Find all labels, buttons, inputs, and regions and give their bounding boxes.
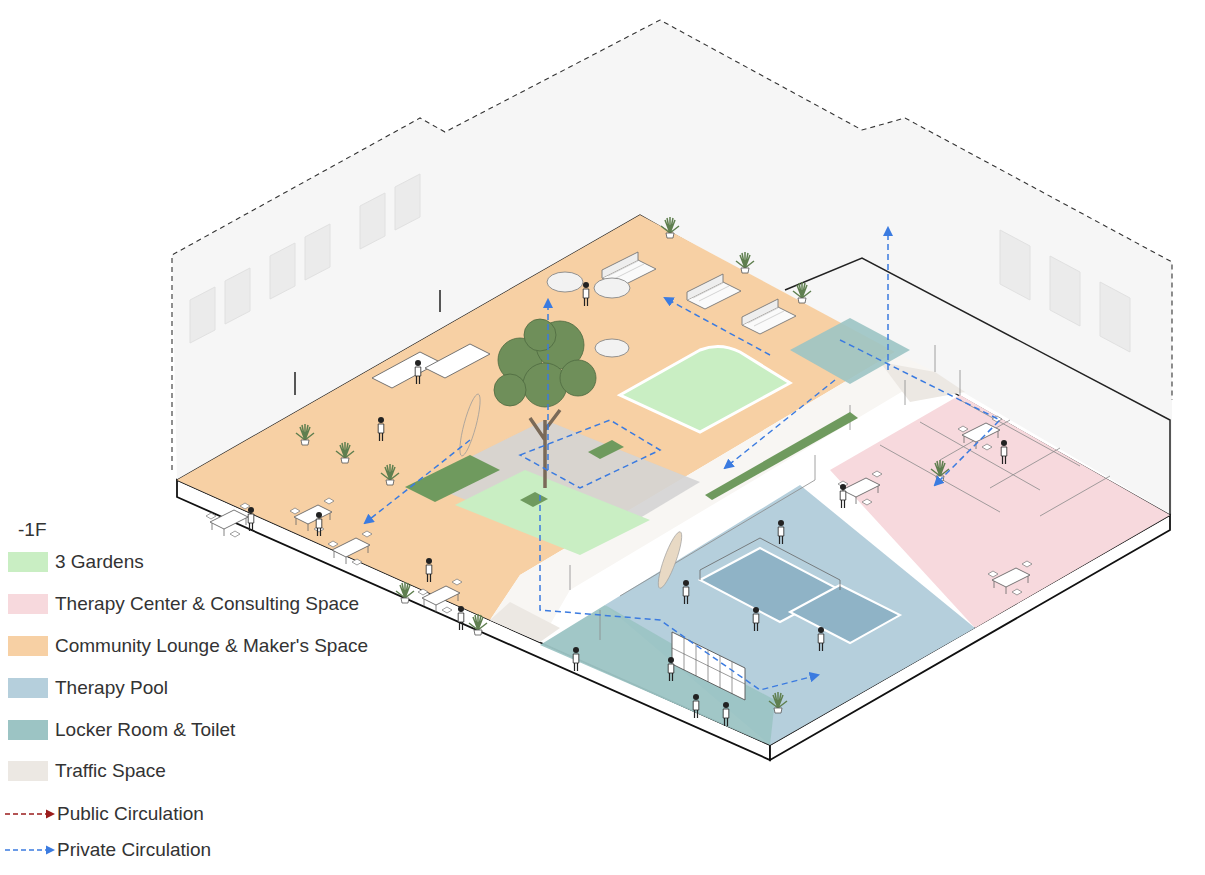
legend-item: Private Circulation bbox=[0, 838, 211, 862]
legend-text: Public Circulation bbox=[57, 803, 204, 826]
legend-swatch bbox=[8, 594, 48, 614]
legend-item: Public Circulation bbox=[0, 802, 204, 826]
legend-text: 3 Gardens bbox=[55, 551, 144, 574]
legend-swatch bbox=[8, 678, 48, 698]
legend-text: Traffic Space bbox=[55, 760, 166, 783]
line-sample bbox=[4, 808, 56, 820]
arrowhead bbox=[46, 846, 55, 855]
legend-swatch bbox=[8, 552, 48, 572]
legend-item: Therapy Pool bbox=[0, 676, 168, 700]
legend-item: Traffic Space bbox=[0, 759, 166, 783]
legend-item: 3 Gardens bbox=[0, 550, 144, 574]
legend-text: Private Circulation bbox=[57, 839, 211, 862]
legend-item: Community Lounge & Maker's Space bbox=[0, 634, 368, 658]
floor-label: -1F bbox=[18, 519, 47, 542]
legend-item: Therapy Center & Consulting Space bbox=[0, 592, 359, 616]
arrowhead bbox=[46, 810, 55, 819]
legend-swatch bbox=[8, 720, 48, 740]
legend-swatch bbox=[8, 636, 48, 656]
dashed-line bbox=[5, 849, 48, 851]
legend-text: Therapy Center & Consulting Space bbox=[55, 593, 359, 616]
legend-text: Therapy Pool bbox=[55, 677, 168, 700]
legend-swatch bbox=[8, 761, 48, 781]
legend-item: Locker Room & Toilet bbox=[0, 718, 235, 742]
legend-text: Locker Room & Toilet bbox=[55, 719, 235, 742]
dashed-line bbox=[5, 813, 48, 815]
legend-text: Community Lounge & Maker's Space bbox=[55, 635, 368, 658]
line-sample bbox=[4, 844, 56, 856]
